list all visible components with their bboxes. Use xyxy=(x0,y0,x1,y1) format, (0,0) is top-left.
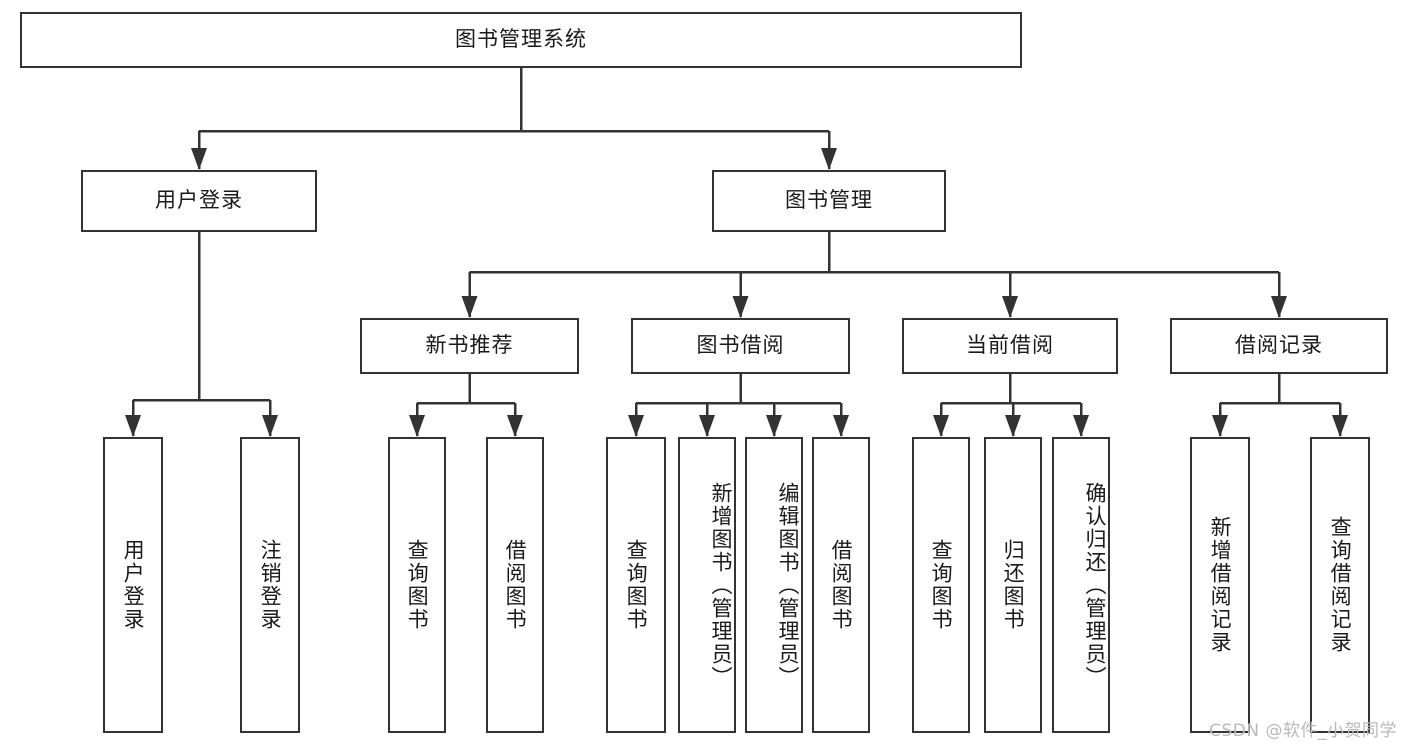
watermark-text: CSDN @软件_小贺同学 xyxy=(1209,721,1397,741)
leaf-node-query-book-2[interactable]: 查询图书 xyxy=(606,437,666,733)
node-label: 确认归还（管理员） xyxy=(1083,481,1107,689)
node-label: 当前借阅 xyxy=(966,333,1054,358)
node-label: 借阅图书 xyxy=(829,539,854,631)
node-book-management[interactable]: 图书管理 xyxy=(712,170,946,232)
node-label: 新书推荐 xyxy=(425,333,514,358)
leaf-node-add-book-admin[interactable]: 新增图书（管理员） xyxy=(678,437,736,733)
leaf-node-query-borrow-record[interactable]: 查询借阅记录 xyxy=(1310,437,1370,733)
node-user-login[interactable]: 用户登录 xyxy=(81,170,317,232)
node-label: 新增图书（管理员） xyxy=(709,481,733,689)
node-label: 借阅图书 xyxy=(503,539,528,631)
node-new-book-recommendation[interactable]: 新书推荐 xyxy=(360,318,579,374)
leaf-node-edit-book-admin[interactable]: 编辑图书（管理员） xyxy=(745,437,803,733)
node-label: 图书借阅 xyxy=(696,333,785,358)
node-label: 用户登录 xyxy=(121,539,146,631)
node-label: 图书管理 xyxy=(785,188,873,213)
leaf-node-user-login[interactable]: 用户登录 xyxy=(103,437,163,733)
node-label: 注销登录 xyxy=(258,539,283,631)
node-label: 图书管理系统 xyxy=(455,27,587,52)
node-label: 查询图书 xyxy=(929,539,954,631)
leaf-node-confirm-return-admin[interactable]: 确认归还（管理员） xyxy=(1052,437,1110,733)
node-label: 查询图书 xyxy=(405,539,430,631)
node-label: 新增借阅记录 xyxy=(1208,516,1233,654)
node-root-book-management-system[interactable]: 图书管理系统 xyxy=(20,12,1022,68)
node-current-borrowing[interactable]: 当前借阅 xyxy=(902,318,1118,374)
node-label: 查询图书 xyxy=(624,539,649,631)
node-label: 归还图书 xyxy=(1001,539,1026,631)
leaf-node-query-book-3[interactable]: 查询图书 xyxy=(912,437,970,733)
leaf-node-logout[interactable]: 注销登录 xyxy=(240,437,300,733)
leaf-node-query-book-1[interactable]: 查询图书 xyxy=(388,437,446,733)
node-label: 查询借阅记录 xyxy=(1328,516,1353,654)
leaf-node-return-book[interactable]: 归还图书 xyxy=(984,437,1042,733)
leaf-node-borrow-book-1[interactable]: 借阅图书 xyxy=(486,437,544,733)
leaf-node-borrow-book-2[interactable]: 借阅图书 xyxy=(812,437,870,733)
node-label: 编辑图书（管理员） xyxy=(776,481,800,689)
node-book-borrowing[interactable]: 图书借阅 xyxy=(631,318,850,374)
node-label: 用户登录 xyxy=(155,188,243,213)
node-borrowing-records[interactable]: 借阅记录 xyxy=(1170,318,1388,374)
node-label: 借阅记录 xyxy=(1235,333,1323,358)
leaf-node-add-borrow-record[interactable]: 新增借阅记录 xyxy=(1190,437,1250,733)
